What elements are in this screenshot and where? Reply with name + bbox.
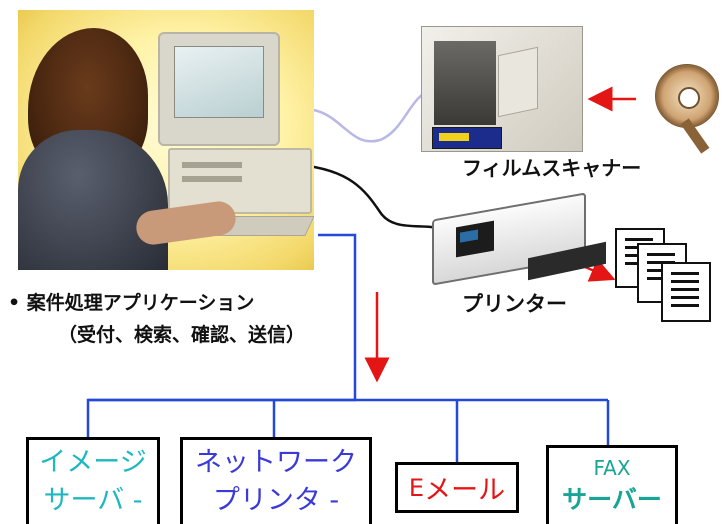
email-box: E メール: [395, 462, 519, 513]
image-server-line1: イメージ: [39, 447, 147, 478]
network-printer-line1: ネットワーク: [195, 447, 357, 478]
fax-label: FAX: [593, 456, 631, 480]
computer-tower: [168, 148, 312, 214]
network-printer-line2: プリンタ -: [212, 485, 340, 516]
image-server-box: イメージ サーバ -: [26, 437, 160, 524]
monitor: [158, 32, 280, 146]
app-functions: （受付、検索、確認、送信）: [58, 324, 306, 346]
fax-server-box: FAX サーバー: [546, 445, 678, 524]
app-title: 案件処理アプリケーション: [26, 292, 255, 314]
film-scanner-label: フィルムスキャナー: [462, 156, 642, 180]
image-server-line2: サーバ -: [43, 485, 143, 516]
film-scanner-image: [421, 26, 583, 152]
workstation-photo: [18, 10, 314, 270]
app-description: • 案件処理アプリケーション: [8, 288, 254, 315]
paper-sheet: [661, 262, 711, 322]
network-printer-box: ネットワーク プリンタ -: [180, 437, 372, 524]
printer-cable: [299, 163, 449, 234]
printer-label: プリンター: [462, 292, 567, 316]
bullet: •: [8, 292, 21, 314]
scanner-cable: [289, 88, 433, 143]
fax-server-label: サーバー: [562, 485, 662, 514]
email-prefix: E: [408, 473, 425, 502]
film-reel-image: [655, 64, 719, 128]
email-label: メール: [424, 475, 506, 506]
operator-body: [18, 130, 168, 270]
